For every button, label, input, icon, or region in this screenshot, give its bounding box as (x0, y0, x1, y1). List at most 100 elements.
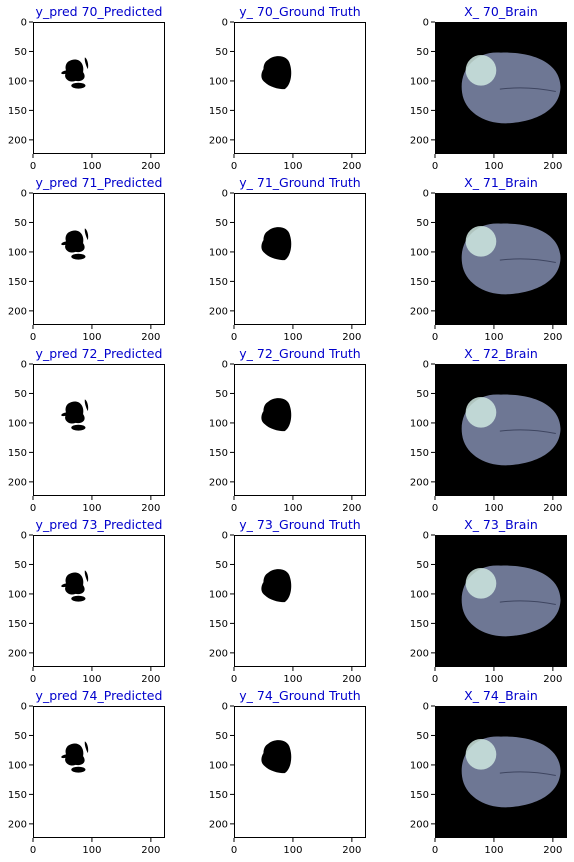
y-tick-label: 50 (215, 389, 228, 400)
brain-midline (499, 258, 556, 264)
panel-title: X_ 73_Brain (464, 517, 538, 532)
x-tick-label: 0 (231, 845, 237, 856)
predicted-mask-lower-blob (71, 424, 86, 431)
y-tick-label: 50 (416, 218, 429, 229)
axes-frame (435, 193, 567, 325)
axes-frame (234, 364, 366, 496)
y-tick-label: 0 (21, 189, 27, 200)
predicted-mask-fragment (84, 570, 89, 583)
y-tick-label: 150 (410, 277, 429, 288)
brain-midline (499, 87, 556, 93)
brain-midline (499, 429, 556, 435)
y-tick-label: 150 (410, 106, 429, 117)
panel-title: X_ 72_Brain (464, 346, 538, 361)
y-tick-label: 0 (21, 360, 27, 371)
y-tick-label: 150 (209, 277, 228, 288)
mask-background (234, 535, 366, 667)
y-tick-label: 150 (8, 448, 27, 459)
brain-midline (499, 771, 556, 777)
y-tick-label: 150 (209, 448, 228, 459)
y-tick-label: 150 (410, 448, 429, 459)
predicted-mask-fragment (84, 57, 89, 70)
y-tick-label: 100 (209, 247, 228, 258)
panel-title: X_ 74_Brain (464, 688, 538, 703)
axes-frame (435, 22, 567, 154)
y-tick-label: 0 (21, 531, 27, 542)
y-tick-label: 50 (215, 47, 228, 58)
brain-lesion-region (465, 55, 497, 86)
y-tick-label: 150 (209, 619, 228, 630)
x-tick-label: 0 (231, 161, 237, 172)
panel-title: y_pred 74_Predicted (35, 688, 163, 703)
mask-background (33, 22, 165, 154)
panel-title: y_ 71_Ground Truth (239, 175, 361, 190)
brain-lesion-region (465, 397, 497, 428)
axes-frame (435, 706, 567, 838)
x-tick-label: 100 (484, 674, 503, 685)
y-tick-label: 0 (222, 360, 228, 371)
panel-title: y_ 74_Ground Truth (239, 688, 361, 703)
predicted-mask-lower-blob (71, 595, 86, 602)
y-tick-label: 50 (14, 560, 27, 571)
y-tick-label: 50 (14, 218, 27, 229)
predicted-mask-fragment (84, 228, 89, 241)
axes-frame (33, 535, 165, 667)
predicted-mask-blob (61, 572, 85, 595)
y-tick-label: 100 (209, 760, 228, 771)
x-tick-label: 0 (30, 503, 36, 514)
y-tick-label: 0 (21, 702, 27, 713)
y-tick-label: 0 (21, 18, 27, 29)
y-tick-label: 150 (8, 619, 27, 630)
x-tick-label: 0 (30, 674, 36, 685)
y-tick-label: 0 (423, 18, 429, 29)
x-tick-label: 100 (82, 161, 101, 172)
axes-frame (234, 706, 366, 838)
y-tick-label: 50 (416, 47, 429, 58)
mask-background (234, 706, 366, 838)
x-tick-label: 0 (432, 161, 438, 172)
x-tick-label: 200 (342, 845, 361, 856)
panel-title: X_ 70_Brain (464, 4, 538, 19)
x-tick-label: 0 (432, 332, 438, 343)
predicted-mask-fragment (84, 399, 89, 412)
y-tick-label: 150 (8, 277, 27, 288)
y-tick-label: 200 (8, 135, 27, 146)
x-tick-label: 100 (484, 503, 503, 514)
y-tick-label: 100 (410, 589, 429, 600)
y-tick-label: 200 (209, 477, 228, 488)
y-tick-label: 200 (209, 306, 228, 317)
y-tick-label: 0 (222, 702, 228, 713)
ground-truth-mask-blob (261, 569, 292, 603)
x-tick-label: 100 (484, 845, 503, 856)
panel-title: y_ 72_Ground Truth (239, 346, 361, 361)
axes-frame (234, 535, 366, 667)
ground-truth-mask-blob (261, 56, 292, 90)
y-tick-label: 0 (222, 18, 228, 29)
mask-background (234, 22, 366, 154)
y-tick-label: 200 (8, 306, 27, 317)
axes-frame (435, 364, 567, 496)
mask-background (33, 364, 165, 496)
y-tick-label: 150 (209, 106, 228, 117)
predicted-mask-lower-blob (71, 253, 86, 260)
ground-truth-mask-blob (261, 740, 292, 774)
x-tick-label: 100 (484, 332, 503, 343)
mask-background (33, 535, 165, 667)
x-tick-label: 0 (30, 332, 36, 343)
y-tick-label: 100 (410, 76, 429, 87)
mask-background (33, 193, 165, 325)
x-tick-label: 200 (543, 674, 562, 685)
x-tick-label: 100 (82, 674, 101, 685)
y-tick-label: 100 (410, 760, 429, 771)
mask-background (33, 706, 165, 838)
